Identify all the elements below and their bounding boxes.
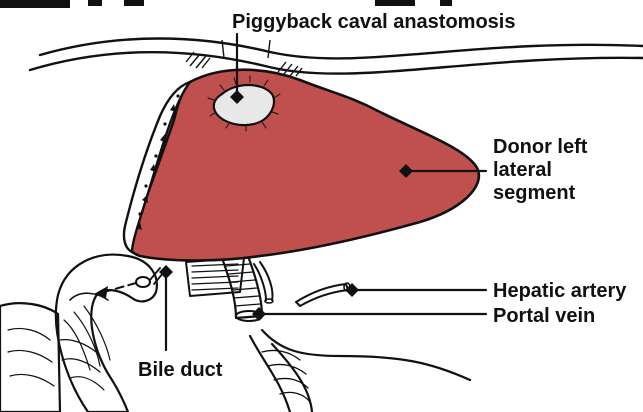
- label-donor-segment-line1: Donor left: [493, 136, 588, 158]
- label-hepatic-artery: Hepatic artery: [493, 280, 627, 302]
- label-bile-duct: Bile duct: [138, 359, 223, 381]
- leader-portal-vein: [252, 307, 486, 321]
- intestine-loop: [0, 255, 157, 412]
- cut-off-heading-fragment: [0, 0, 452, 8]
- portal-vein-vessel: [222, 256, 470, 412]
- label-donor-segment-line3: segment: [493, 182, 576, 204]
- donor-liver-segment: [124, 70, 479, 261]
- caval-stump-left: [186, 40, 224, 68]
- leader-hepatic-artery: [345, 283, 486, 297]
- diaphragm-outline: [30, 39, 643, 74]
- leader-bile-duct: [159, 265, 173, 350]
- label-portal-vein: Portal vein: [493, 305, 595, 327]
- label-caval-anastomosis: Piggyback caval anastomosis: [232, 11, 515, 33]
- label-donor-segment-line2: lateral: [493, 159, 552, 181]
- hepatic-artery-vessel: [296, 283, 350, 306]
